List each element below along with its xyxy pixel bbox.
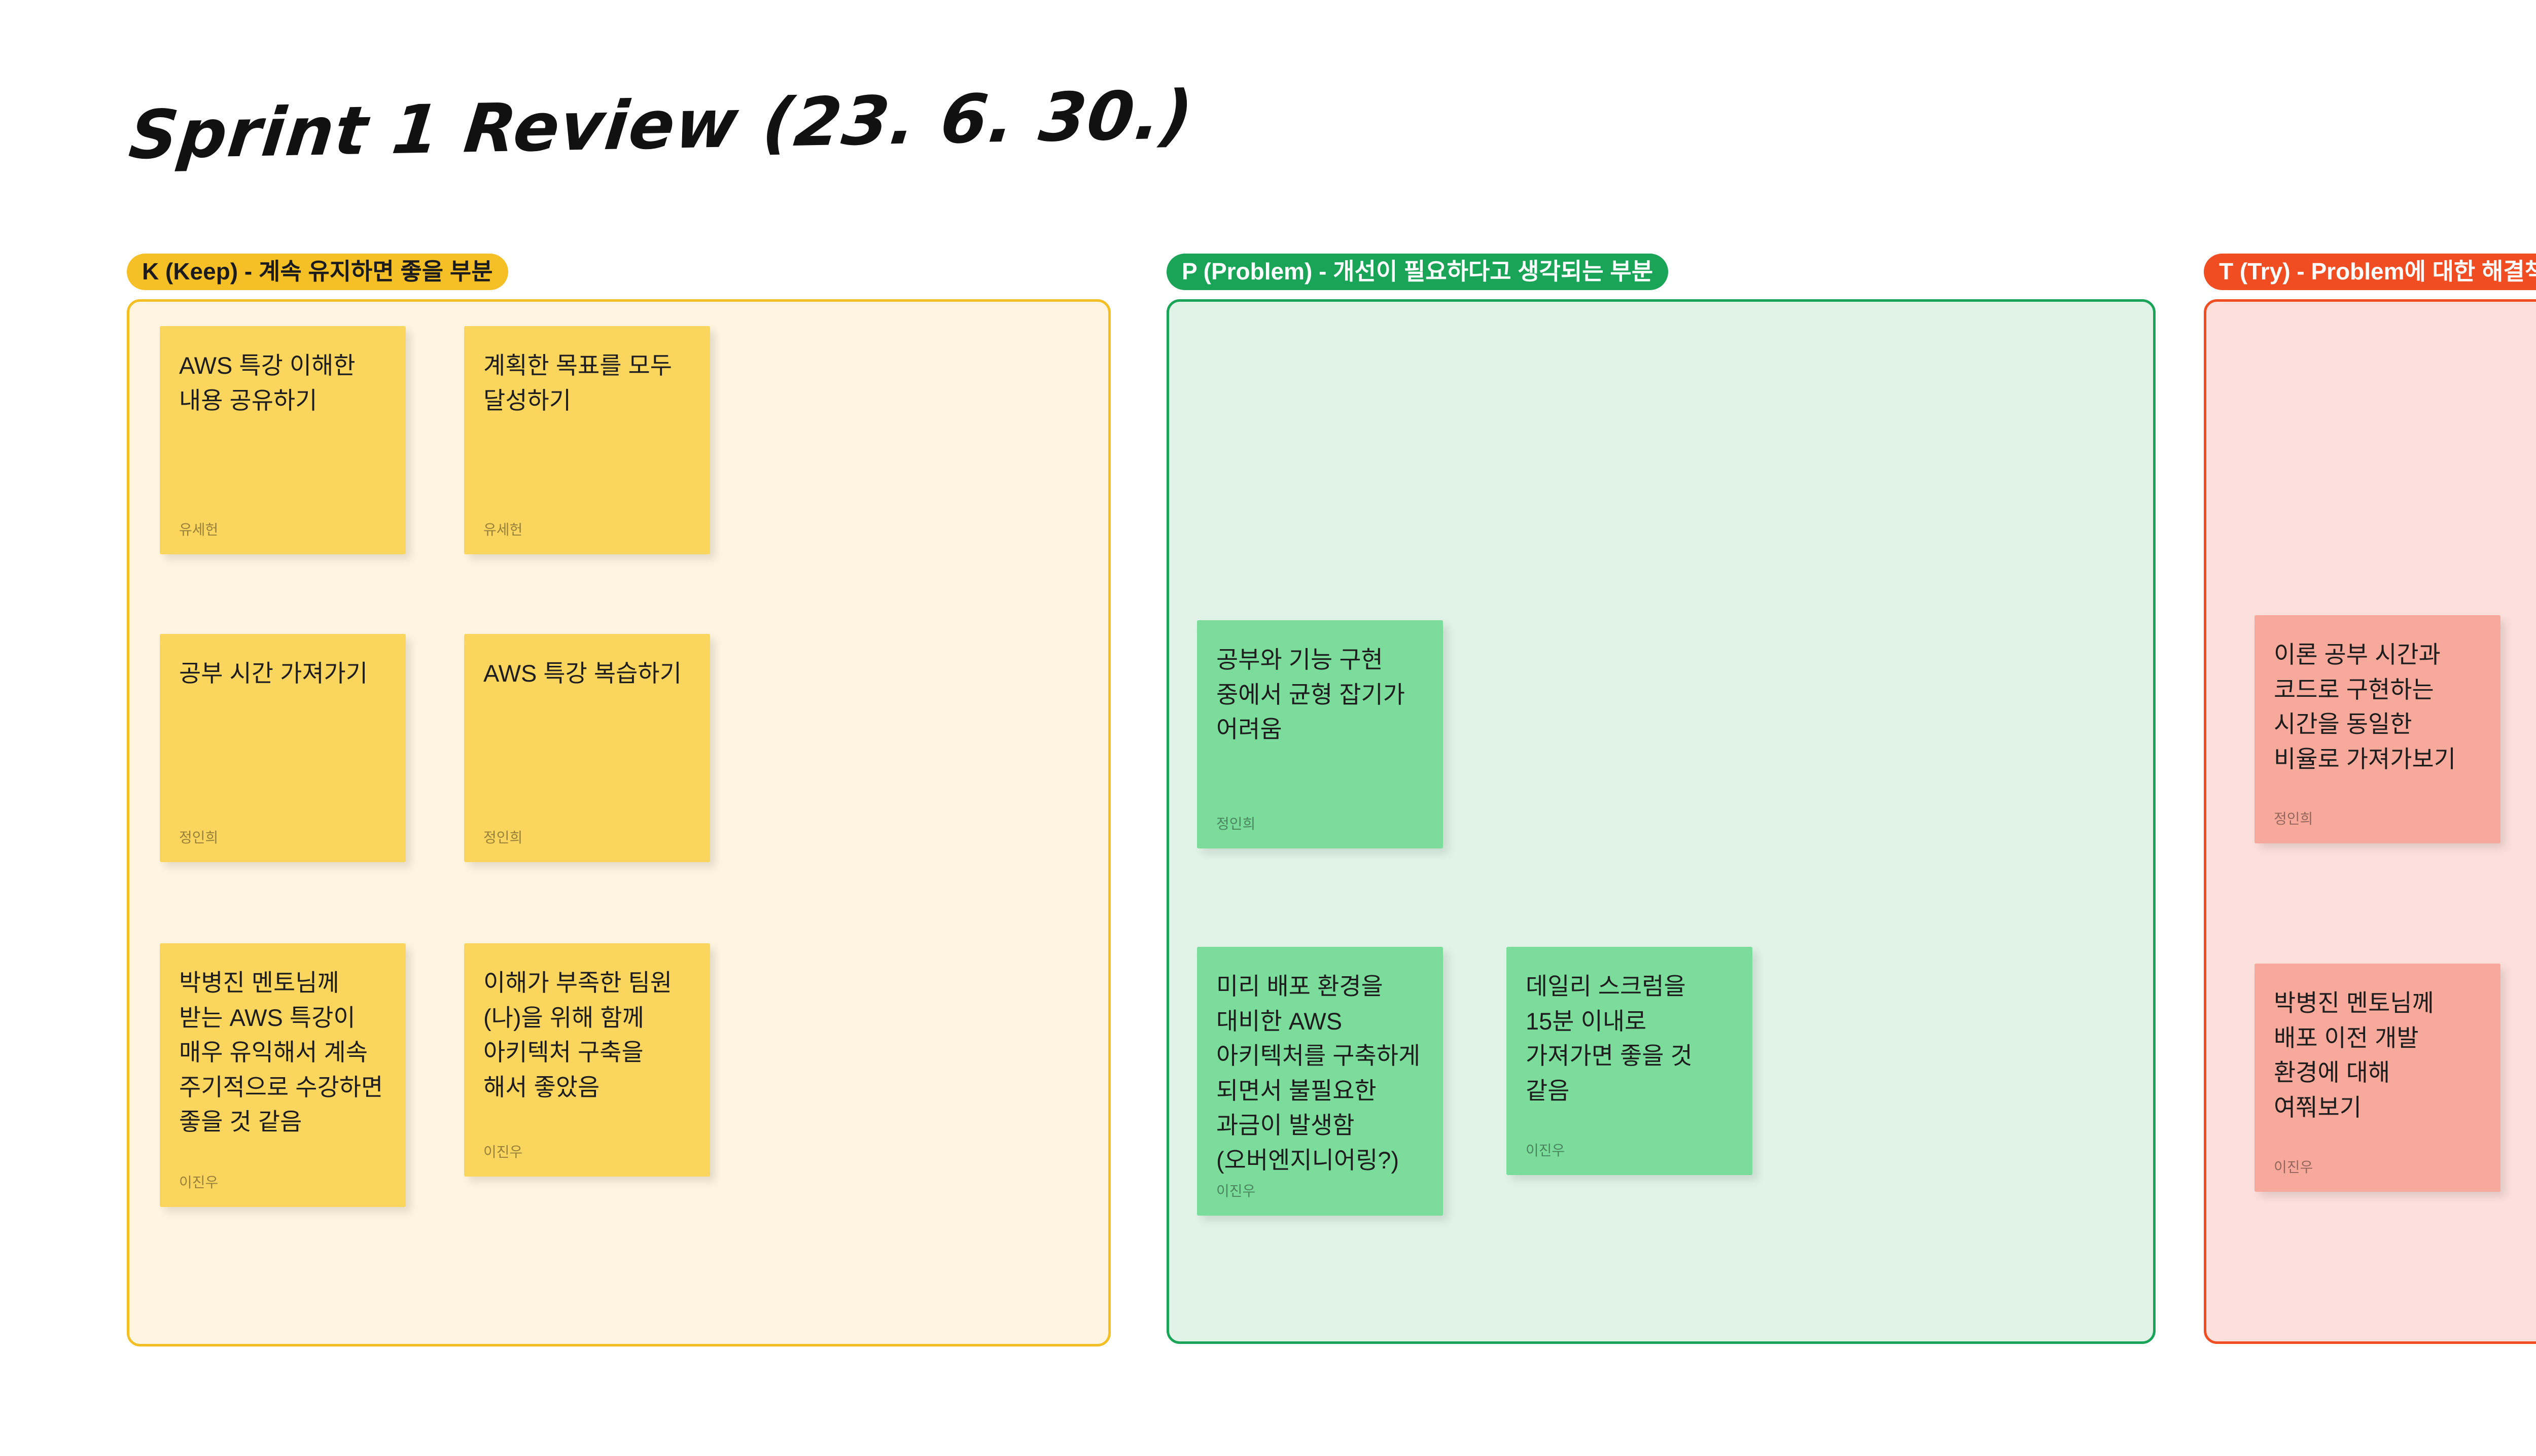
column-try: T (Try) - Problem에 대한 해결책 이론 공부 시간과 코드로 … <box>2204 254 2536 1344</box>
sticky-note-text: 이론 공부 시간과 코드로 구현하는 시간을 동일한 비율로 가져가보기 <box>2274 641 2456 772</box>
sticky-note-author: 이진우 <box>2274 1159 2313 1175</box>
page-title: Sprint 1 Review (23. 6. 30.) <box>125 76 1197 175</box>
column-problem-body[interactable]: 공부와 기능 구현 중에서 균형 잡기가 어려움 정인희 미리 배포 환경을 대… <box>1167 299 2156 1344</box>
sticky-note-author: 정인희 <box>483 830 523 845</box>
sticky-note-text: 박병진 멘토님께 배포 이전 개발 환경에 대해 여쭤보기 <box>2274 989 2434 1121</box>
column-keep-body[interactable]: AWS 특강 이해한 내용 공유하기 유세헌 계획한 목표를 모두 달성하기 유… <box>127 299 1111 1346</box>
sticky-note-text: AWS 특강 이해한 내용 공유하기 <box>179 352 356 414</box>
column-try-body[interactable]: 이론 공부 시간과 코드로 구현하는 시간을 동일한 비율로 가져가보기 정인희… <box>2204 299 2536 1344</box>
column-keep: K (Keep) - 계속 유지하면 좋을 부분 AWS 특강 이해한 내용 공… <box>127 254 1111 1346</box>
sticky-note-author: 유세헌 <box>483 522 523 538</box>
column-problem-tag[interactable]: P (Problem) - 개선이 필요하다고 생각되는 부분 <box>1167 254 1669 290</box>
sticky-note-author: 이진우 <box>1526 1143 1565 1158</box>
column-keep-tag[interactable]: K (Keep) - 계속 유지하면 좋을 부분 <box>127 254 508 290</box>
column-problem: P (Problem) - 개선이 필요하다고 생각되는 부분 공부와 기능 구… <box>1167 254 2156 1344</box>
column-try-tag[interactable]: T (Try) - Problem에 대한 해결책 <box>2204 254 2536 290</box>
sticky-note-text: 이해가 부족한 팀원(나)을 위해 함께 아키텍처 구축을 해서 좋았음 <box>483 969 673 1100</box>
sticky-note[interactable]: 미리 배포 환경을 대비한 AWS 아키텍처를 구축하게 되면서 불필요한 과금… <box>1197 947 1443 1216</box>
sticky-note[interactable]: 박병진 멘토님께 받는 AWS 특강이 매우 유익해서 계속 주기적으로 수강하… <box>160 943 406 1207</box>
sticky-note[interactable]: 박병진 멘토님께 배포 이전 개발 환경에 대해 여쭤보기 이진우 <box>2255 964 2500 1192</box>
sticky-note-text: 공부 시간 가져가기 <box>179 660 368 687</box>
sticky-note-text: 미리 배포 환경을 대비한 AWS 아키텍처를 구축하게 되면서 불필요한 과금… <box>1216 973 1421 1174</box>
sticky-note[interactable]: 이론 공부 시간과 코드로 구현하는 시간을 동일한 비율로 가져가보기 정인희 <box>2255 615 2500 843</box>
sticky-note[interactable]: 공부 시간 가져가기 정인희 <box>160 634 406 862</box>
sticky-note-author: 정인희 <box>179 830 219 845</box>
sticky-note-author: 이진우 <box>1216 1183 1256 1199</box>
sticky-note-author: 이진우 <box>483 1144 523 1160</box>
sticky-note-author: 유세헌 <box>179 522 219 538</box>
sticky-note-text: 데일리 스크럼을 15분 이내로 가져가면 좋을 것 같음 <box>1526 973 1693 1104</box>
sticky-note[interactable]: AWS 특강 이해한 내용 공유하기 유세헌 <box>160 326 406 554</box>
sticky-note[interactable]: 계획한 목표를 모두 달성하기 유세헌 <box>464 326 710 554</box>
sticky-note-text: 계획한 목표를 모두 달성하기 <box>483 352 673 414</box>
sticky-note[interactable]: 이해가 부족한 팀원(나)을 위해 함께 아키텍처 구축을 해서 좋았음 이진우 <box>464 943 710 1177</box>
sticky-note-text: AWS 특강 복습하기 <box>483 660 682 687</box>
sticky-note[interactable]: 공부와 기능 구현 중에서 균형 잡기가 어려움 정인희 <box>1197 620 1443 848</box>
sticky-note-text: 박병진 멘토님께 받는 AWS 특강이 매우 유익해서 계속 주기적으로 수강하… <box>179 969 383 1135</box>
sticky-note-author: 이진우 <box>179 1175 219 1190</box>
sticky-note-text: 공부와 기능 구현 중에서 균형 잡기가 어려움 <box>1216 646 1405 743</box>
sticky-note[interactable]: 데일리 스크럼을 15분 이내로 가져가면 좋을 것 같음 이진우 <box>1506 947 1752 1175</box>
sticky-note-author: 정인희 <box>2274 811 2313 827</box>
sticky-note-author: 정인희 <box>1216 816 1256 832</box>
sticky-note[interactable]: AWS 특강 복습하기 정인희 <box>464 634 710 862</box>
